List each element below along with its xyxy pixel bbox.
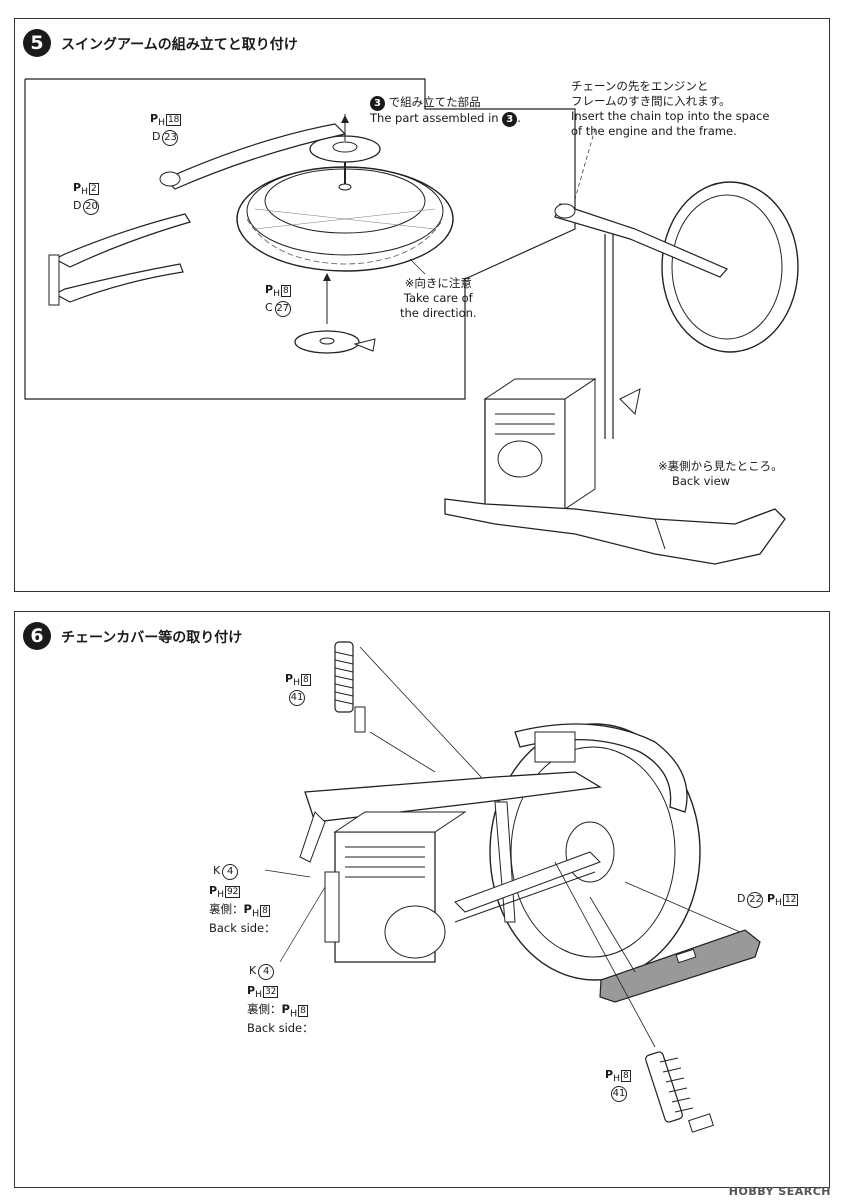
back-view-note: ※裏側から見たところ。 Back view <box>658 459 783 488</box>
step-6-illustration <box>264 641 761 1133</box>
step-6-title: チェーンカバー等の取り付け <box>61 630 243 646</box>
swingarm-drawing <box>48 213 191 306</box>
assembled-part-label: 3 で組み立てた部品 The part assembled in 3. <box>370 95 521 127</box>
watermark: HOBBY SEARCH <box>728 1185 831 1198</box>
step-6-number: 6 <box>23 622 51 650</box>
shock-bottom-part: 41 <box>609 1086 627 1102</box>
step-5-illustration <box>24 78 799 565</box>
engine-frame-drawing <box>444 181 799 565</box>
step-5-title: スイングアームの組み立てと取り付け <box>61 37 298 53</box>
shock-top-part: 41 <box>287 690 305 706</box>
shock-absorber-drawing <box>334 641 366 733</box>
step-6-panel: 6 チェーンカバー等の取り付け <box>14 611 830 1188</box>
wheel-drawing <box>236 159 454 272</box>
chain-cover-drawing <box>599 929 761 1003</box>
chain-instruction: チェーンの先をエンジンと フレームのすき間に入れます。 Insert the c… <box>571 79 770 138</box>
direction-note: ※向きに注意 Take care of the direction. <box>400 276 477 320</box>
step-5-number: 5 <box>23 29 51 57</box>
step-5-panel: 5 スイングアームの組み立てと取り付け <box>14 18 830 592</box>
